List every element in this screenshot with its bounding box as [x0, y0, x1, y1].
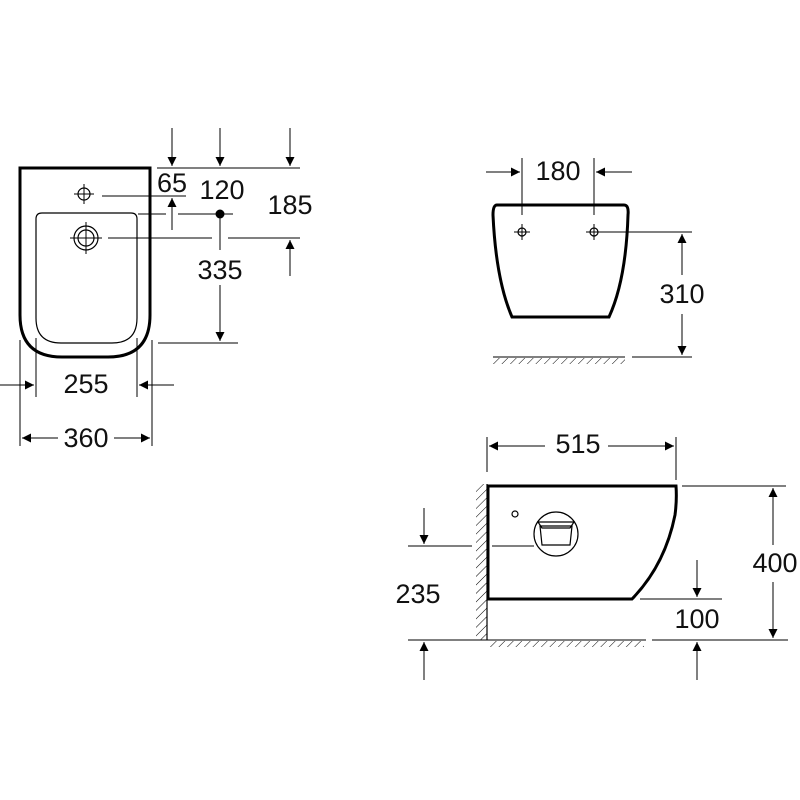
dim-100: 100 [674, 604, 719, 634]
floor-hatch [493, 358, 625, 364]
side-outline [486, 484, 678, 601]
tap-hole-icon [74, 184, 94, 204]
fixing-hole-left-icon [514, 224, 530, 240]
bowl-outline [35, 212, 138, 344]
front-view: 65 120 185 335 255 360 [0, 128, 313, 453]
drain-hole-icon [70, 222, 102, 254]
dim-180: 180 [535, 156, 580, 186]
rear-outline [491, 203, 630, 319]
dim-335: 335 [197, 255, 242, 285]
wall-hatch [476, 484, 487, 640]
overflow-hole-icon [511, 510, 519, 518]
dim-515: 515 [555, 429, 600, 459]
dim-310: 310 [659, 279, 704, 309]
dim-255: 255 [63, 369, 108, 399]
dim-400: 400 [752, 548, 797, 578]
dim-185: 185 [267, 190, 312, 220]
rear-view: 180 310 [486, 156, 705, 364]
dim-120: 120 [199, 175, 244, 205]
connection-icon [533, 511, 579, 557]
dim-65: 65 [157, 168, 187, 198]
fixing-hole-right-icon [586, 224, 602, 240]
dim-360: 360 [63, 423, 108, 453]
side-view: 515 235 100 400 [395, 429, 798, 680]
ground-hatch [490, 641, 644, 647]
bidet-outline [18, 166, 152, 359]
dim-235: 235 [395, 579, 440, 609]
